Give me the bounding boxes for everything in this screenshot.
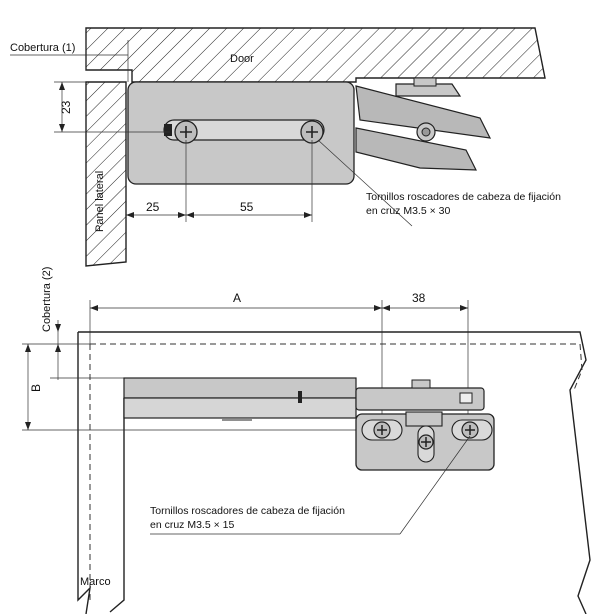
dim-25-text: 25	[146, 200, 160, 214]
frame-outline	[77, 331, 591, 614]
dim-38-text: 38	[412, 291, 426, 305]
dim-23-text: 23	[59, 100, 73, 114]
hinge-bottom-body	[123, 377, 495, 471]
door-section	[85, 27, 546, 83]
dim-A-text: A	[233, 291, 241, 305]
screws-bottom-line2: en cruz M3.5 × 15	[150, 519, 234, 531]
screws-bottom-line1: Tornillos roscadores de cabeza de fijaci…	[150, 505, 345, 517]
dim-B-text: B	[29, 384, 43, 392]
dim-55-text: 55	[240, 200, 254, 214]
side-panel-section	[85, 81, 127, 267]
dim-25-55: 25 55	[126, 140, 313, 222]
cobertura1-label: Cobertura (1)	[10, 42, 75, 54]
dim-23: 23	[54, 81, 170, 133]
door-label: Door	[230, 53, 254, 65]
panel-lateral-label: Panel lateral	[94, 171, 106, 232]
screws-top-line1: Tornillos roscadores de cabeza de fijaci…	[366, 191, 561, 203]
dim-B: B	[22, 343, 382, 431]
screws-top-line2: en cruz M3.5 × 30	[366, 205, 450, 217]
hinge-top-body	[127, 77, 492, 185]
cobertura2-label: Cobertura (2)	[41, 267, 53, 332]
marco-label: Marco	[80, 576, 111, 588]
